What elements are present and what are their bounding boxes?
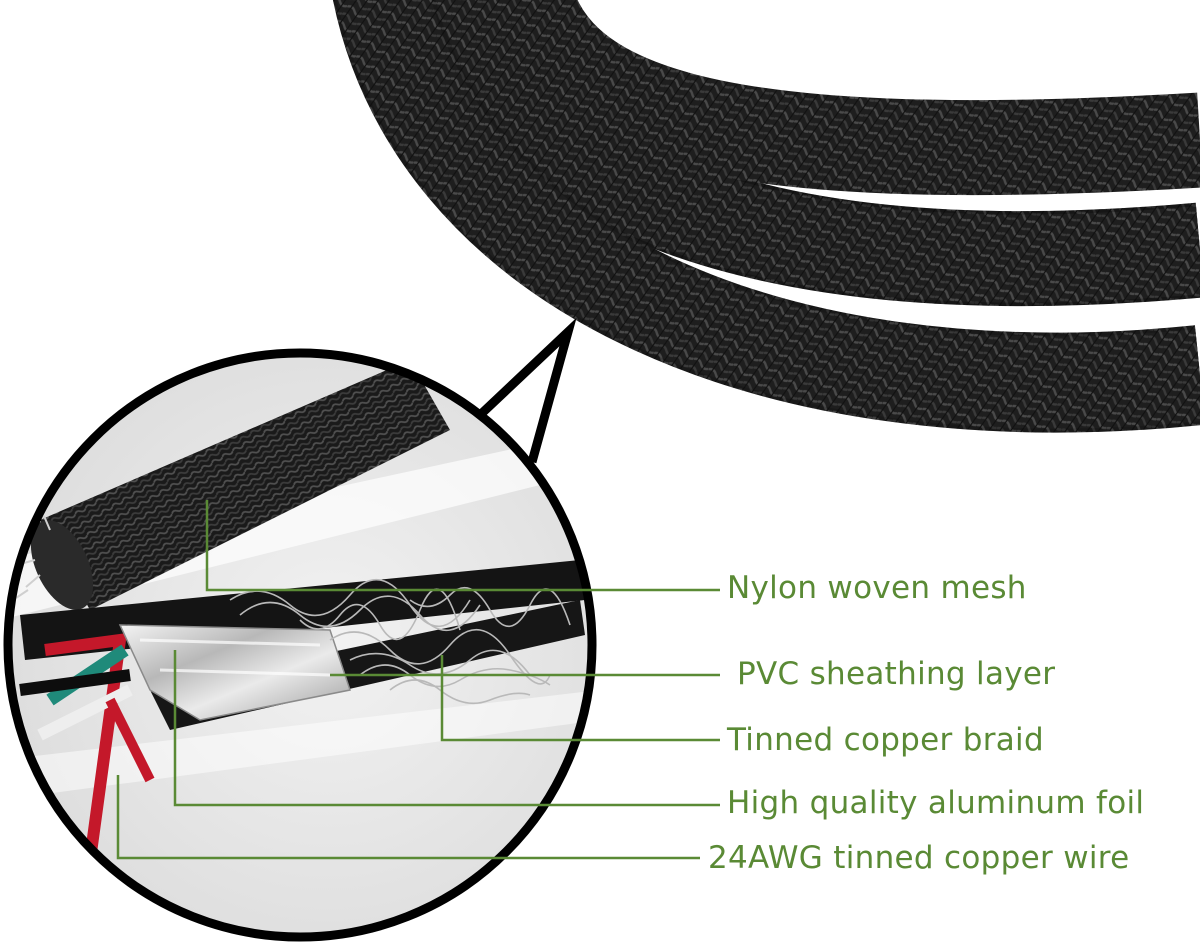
label-24awg-copper-wire: 24AWG tinned copper wire <box>708 840 1130 876</box>
leader-lines <box>116 500 720 860</box>
label-tinned-copper-braid: Tinned copper braid <box>727 722 1044 758</box>
magnified-view <box>3 348 597 942</box>
label-aluminum-foil: High quality aluminum foil <box>727 785 1145 821</box>
red-wire <box>44 633 128 861</box>
nylon-mesh-sleeve <box>40 360 450 610</box>
leader-line-nylon <box>205 500 720 592</box>
leader-line-foil <box>173 650 720 807</box>
label-nylon-woven-mesh: Nylon woven mesh <box>727 570 1027 606</box>
label-pvc-sheathing-layer: PVC sheathing layer <box>737 656 1056 692</box>
leader-line-braid <box>440 655 720 742</box>
leader-line-wire <box>116 775 700 860</box>
coiled-cable <box>333 0 1200 433</box>
white-wire <box>37 684 133 741</box>
